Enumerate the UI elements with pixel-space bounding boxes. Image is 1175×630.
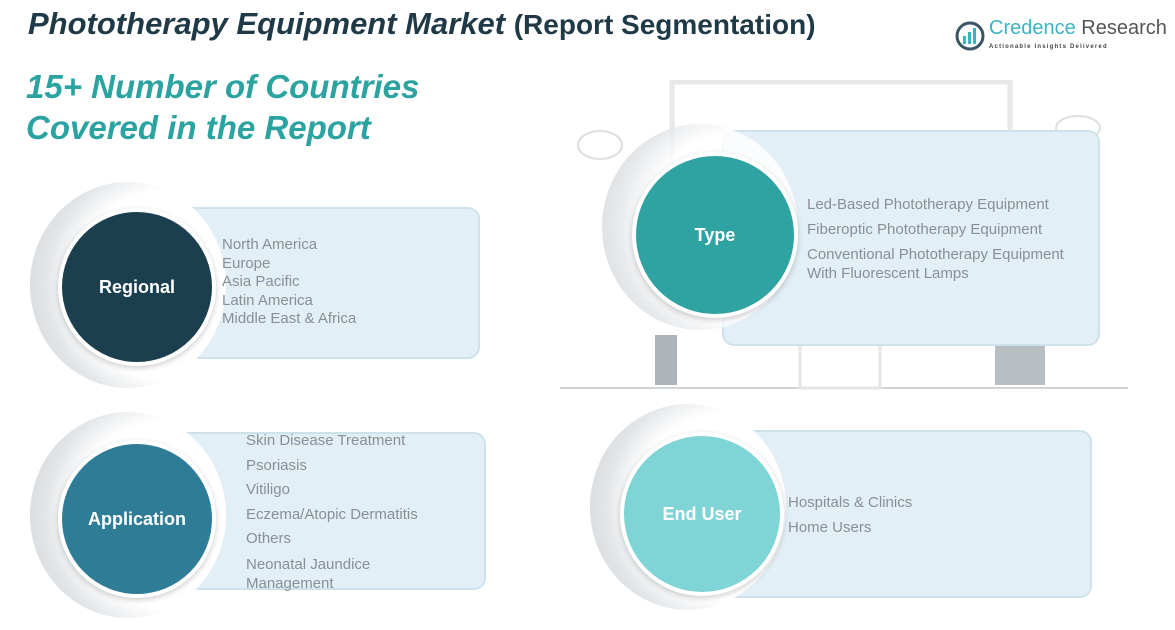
list-item: Home Users [788,518,872,536]
list-item: Latin America [222,291,313,309]
list-item: Led-Based Phototherapy Equipment [807,196,1049,213]
regional-list: North America Europe Asia Pacific Latin … [222,236,356,329]
regional-label: Regional [98,276,175,297]
list-item: Eczema/Atopic Dermatitis [246,505,418,523]
title-main: Phototherapy Equipment Market [28,6,506,41]
end-user-circle: End User [620,432,784,596]
end-user-list: Hospitals & Clinics Home Users [788,491,912,540]
application-circle: Application [58,440,216,598]
end-user-label: End User [662,503,742,524]
type-circle: Type [632,152,798,318]
list-item: Skin Disease Treatment [246,432,406,449]
logo-tagline: Actionable Insights Delivered [989,44,1108,50]
application-list: Skin Disease Treatment Psoriasis Vitilig… [246,429,418,593]
regional-circle: Regional [58,208,216,366]
subtitle-line-1: 15+ Number of Countries [26,68,420,105]
application-label: Application [88,508,186,529]
company-logo: Credence Research Actionable Insights De… [955,16,1170,56]
list-item: Neonatal Jaundice Management [246,555,371,592]
logo-chart-icon [955,21,985,51]
list-item: Asia Pacific [222,273,300,290]
list-item: Europe [222,254,271,272]
type-label: Type [694,224,736,245]
page-title: Phototherapy Equipment Market (Report Se… [28,6,816,42]
title-suffix: (Report Segmentation) [513,9,816,40]
list-item: Conventional Phototherapy Equipment With… [807,246,1064,282]
list-item: Psoriasis [246,456,307,474]
list-item: Fiberoptic Phototherapy Equipment [807,221,1043,238]
type-list: Led-Based Phototherapy Equipment Fiberop… [807,195,1092,283]
list-item: North America [222,236,318,253]
list-item: Others [246,530,292,547]
list-item: Middle East & Africa [222,310,357,327]
logo-name: Credence Research [989,17,1167,39]
list-item: Hospitals & Clinics [788,494,913,511]
list-item: Vitiligo [246,481,290,498]
subtitle-line-2: Covered in the Report [26,109,371,146]
